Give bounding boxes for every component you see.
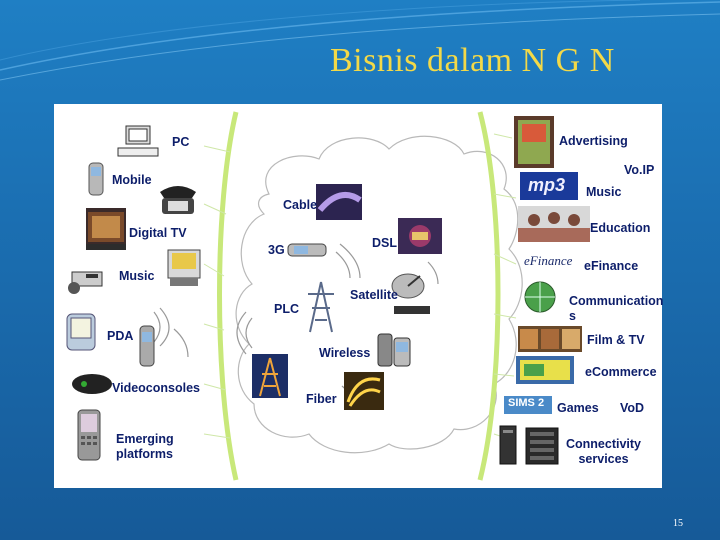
ecommerce-image (516, 356, 574, 384)
dsl-image (398, 218, 442, 254)
advertising-image (514, 116, 554, 168)
cable-image (316, 184, 362, 220)
3g-device-icon (284, 238, 330, 262)
page-number: 15 (673, 518, 683, 529)
film-tv-image (518, 326, 582, 352)
service-label-advertising: Advertising (559, 134, 628, 148)
wireless-waves (153, 243, 439, 409)
music-player-icon (166, 248, 202, 288)
left-connectors (203, 145, 231, 439)
device-label-music: Music (119, 269, 155, 283)
education-image (518, 206, 590, 242)
satellite-dish-icon (384, 270, 436, 318)
network-label-3g: 3G (268, 243, 285, 257)
diagram-graphics (153, 111, 523, 481)
emerging-platform-device-icon (76, 408, 102, 462)
slide-title: Bisnis dalam N G N (330, 42, 615, 79)
server-tower-icon (498, 424, 518, 466)
service-label-communications: Communication s (569, 294, 664, 323)
stereo-icon (66, 266, 106, 296)
device-label-digital-tv: Digital TV (129, 226, 187, 240)
service-label-music: Music (586, 185, 622, 199)
service-label-ecommerce: eCommerce (585, 365, 657, 379)
left-bracket (217, 111, 239, 481)
sims2-logo-image: SIMS 2 (504, 396, 552, 414)
globe-communications-icon (520, 280, 560, 314)
device-label-emerging-platforms: Emerging platforms (116, 432, 174, 461)
pc-icon (116, 124, 160, 158)
power-line-tower-icon (304, 280, 338, 334)
pda-icon (64, 312, 98, 352)
network-label-wireless: Wireless (319, 346, 371, 360)
device-label-videoconsoles: Videoconsoles (112, 381, 200, 395)
network-label-fiber: Fiber (306, 392, 337, 406)
mp3-music-image: mp3 (520, 172, 578, 200)
network-label-cable: Cable (283, 198, 318, 212)
ngn-diagram: PC Mobile Digital TV Music PDA Videocons… (54, 104, 664, 488)
server-rack-icon (524, 426, 560, 466)
mp3-logo-text: mp3 (528, 175, 566, 195)
mobile-handset-icon (138, 324, 156, 368)
mobile-phone-icon (88, 162, 104, 196)
service-label-games: Games (557, 401, 599, 415)
header-swoosh (0, 0, 720, 81)
right-bracket (477, 111, 501, 481)
service-label-efinance: eFinance (584, 259, 639, 273)
wireless-phone-icon (376, 332, 412, 370)
device-label-pda: PDA (107, 329, 134, 343)
right-connectors (493, 133, 517, 441)
efinance-logo-image: eFinance (522, 252, 584, 272)
network-label-plc: PLC (274, 302, 299, 316)
fiber-tower-image (252, 354, 288, 398)
efinance-logo-text: eFinance (524, 253, 573, 268)
service-label-film-tv: Film & TV (587, 333, 645, 347)
service-label-vod: VoD (620, 401, 645, 415)
desk-phone-icon (156, 182, 200, 216)
digital-tv-image (86, 208, 126, 250)
service-label-connectivity-services: Connectivity services (566, 437, 642, 466)
network-label-dsl: DSL (372, 236, 397, 250)
network-label-satellite: Satellite (350, 288, 398, 302)
sims2-logo-text: SIMS 2 (508, 397, 545, 409)
service-label-voip: Vo.IP (624, 163, 655, 177)
service-label-education: Education (590, 221, 651, 235)
fiber-optic-image (344, 372, 384, 410)
device-label-mobile: Mobile (112, 173, 152, 187)
device-label-pc: PC (172, 135, 190, 149)
videoconsole-icon (70, 370, 114, 396)
